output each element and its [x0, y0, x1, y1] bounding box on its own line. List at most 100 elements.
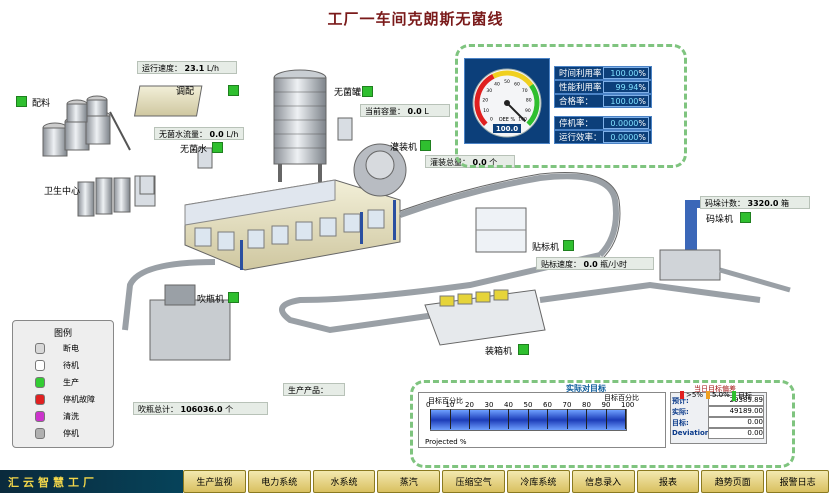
- plant-diagram: [42, 69, 791, 361]
- area-label-zhuangxiangji: 装箱机: [485, 347, 513, 357]
- legend-item: 生产: [35, 377, 79, 388]
- legend-item: 清洗: [35, 411, 79, 422]
- legend-label: 待机: [63, 361, 79, 370]
- gauge-caption: OEE %: [499, 117, 516, 123]
- projected-label: Projected %: [425, 438, 467, 446]
- scale-tick: [508, 409, 509, 429]
- scale-tick: [449, 409, 451, 429]
- control-cabinets: [139, 117, 353, 195]
- nav-button[interactable]: 冷库系统: [506, 470, 570, 493]
- gauge-tick-label: 20: [482, 98, 488, 104]
- deviation-legend-title: 当日目标偏差: [694, 385, 736, 393]
- brand-name: 汇云智慧工厂: [8, 476, 98, 489]
- legend-item: 停机故障: [35, 394, 95, 405]
- legend-bulb-icon: [35, 428, 45, 439]
- nav-button[interactable]: 电力系统: [247, 470, 311, 493]
- scale-tick: [625, 409, 626, 429]
- area-label-guanzhuangji: 灌装机: [390, 143, 418, 153]
- oee-panel: [455, 44, 687, 168]
- blending-unit: [133, 85, 203, 117]
- scale-tick: [547, 409, 548, 429]
- scale-tick-label: 30: [484, 401, 494, 409]
- kpi-unit: %: [638, 119, 646, 128]
- target-stat-label: Deviation%:: [672, 429, 720, 437]
- kpi-value: 0.0000%: [603, 131, 649, 143]
- scale-tick: [586, 409, 587, 429]
- status-led-tiebiaoji[interactable]: [563, 240, 574, 251]
- nav-button[interactable]: 生产监视: [183, 470, 246, 493]
- nav-button[interactable]: 趋势页面: [701, 470, 765, 493]
- status-led-wujunguan[interactable]: [362, 86, 373, 97]
- kpi-number: 0.0000: [610, 119, 639, 128]
- legend-bulb-icon: [35, 411, 45, 422]
- deviation-legend-item: >5%: [680, 391, 703, 399]
- sterile-water-flow-readout: 无菌水流量： 0.0 L/h: [154, 127, 244, 140]
- target-stat-label: 目标:: [672, 419, 689, 427]
- target-stat-label: 预计:: [672, 397, 689, 405]
- target-progress-fill: [431, 410, 626, 430]
- target-stat-label: 实际:: [672, 408, 689, 416]
- target-stat-value: 49189.00: [708, 406, 764, 417]
- kpi-number: 100.00: [610, 97, 639, 106]
- nav-button[interactable]: 报警日志: [766, 470, 829, 493]
- scale-tick-label: 70: [562, 401, 572, 409]
- gauge-tick-label: 70: [522, 88, 528, 94]
- kpi-value: 100.00%: [603, 95, 649, 107]
- gauge-tick-label: 0: [490, 117, 493, 123]
- kpi-number: 100.00: [610, 69, 639, 78]
- page-title: 工厂一车间克朗斯无菌线: [327, 10, 504, 28]
- legend-bulb-icon: [35, 360, 45, 371]
- kpi-unit: %: [638, 97, 646, 106]
- filling-hall: [184, 143, 407, 271]
- scale-tick-label: 10: [445, 401, 455, 409]
- legend-item: 待机: [35, 360, 79, 371]
- legend-title: 图例: [53, 329, 72, 339]
- nav-button[interactable]: 水系统: [312, 470, 376, 493]
- scale-tick: [605, 409, 607, 429]
- conveyor-rails: [399, 171, 621, 259]
- nav-button[interactable]: 报表: [636, 470, 700, 493]
- legend-label: 清洗: [63, 412, 79, 421]
- status-led-tiaohe[interactable]: [228, 85, 239, 96]
- gauge-tick-label: 50: [504, 79, 510, 85]
- kpi-label: 合格率：: [559, 97, 594, 107]
- label-speed-readout: 贴标速度： 0.0 瓶/小时: [536, 257, 654, 270]
- target-mid-label: 目标百分比: [604, 394, 639, 402]
- status-led-peiliao[interactable]: [16, 96, 27, 107]
- legend-item: 停机: [35, 428, 79, 439]
- scale-tick-label: 60: [543, 401, 552, 409]
- status-led-guanzhuangji[interactable]: [420, 140, 431, 151]
- nav-button[interactable]: 蒸汽: [377, 470, 441, 493]
- scale-tick-label: 50: [523, 401, 533, 409]
- area-label-wujunguan: 无菌罐: [334, 88, 362, 98]
- bottom-nav: 生产监视电力系统水系统蒸汽压缩空气冷库系统信息录入报表趋势页面报警日志: [183, 470, 831, 493]
- batching-tanks: [42, 95, 131, 157]
- kpi-value: 99.94%: [603, 81, 649, 93]
- legend-bulb-icon: [35, 377, 45, 388]
- kpi-value: 0.0000%: [603, 117, 649, 129]
- kpi-label: 停机率：: [559, 119, 594, 129]
- status-led-zhuangxiangji[interactable]: [518, 344, 529, 355]
- gauge-tick-label: 10: [483, 108, 489, 114]
- scale-tick-label: 100: [621, 401, 635, 409]
- stack-count-readout: 码垛计数： 3320.0 箱: [700, 196, 810, 209]
- scale-tick: [488, 409, 490, 429]
- nav-button[interactable]: 压缩空气: [442, 470, 505, 493]
- status-led-chuipingji[interactable]: [228, 292, 239, 303]
- status-led-wujunshui[interactable]: [212, 142, 223, 153]
- gauge-tick-label: 80: [526, 98, 532, 104]
- target-panel: [410, 380, 795, 468]
- scale-tick-label: 40: [504, 401, 513, 409]
- area-label-tiebiaoji: 贴标机: [532, 243, 560, 253]
- gauge-tick-label: 60: [514, 81, 520, 87]
- status-led-maduoji[interactable]: [740, 212, 751, 223]
- gauge-tick-label: 40: [494, 81, 500, 87]
- legend-bulb-icon: [35, 343, 45, 354]
- target-stat-value: 0.00: [708, 428, 764, 439]
- area-label-tiaohe: 调配: [176, 87, 195, 97]
- brand-bar: 汇云智慧工厂: [0, 470, 183, 493]
- area-label-weisheng: 卫生中心: [44, 187, 81, 197]
- nav-button[interactable]: 信息录入: [571, 470, 635, 493]
- legend-label: 停机故障: [63, 395, 95, 404]
